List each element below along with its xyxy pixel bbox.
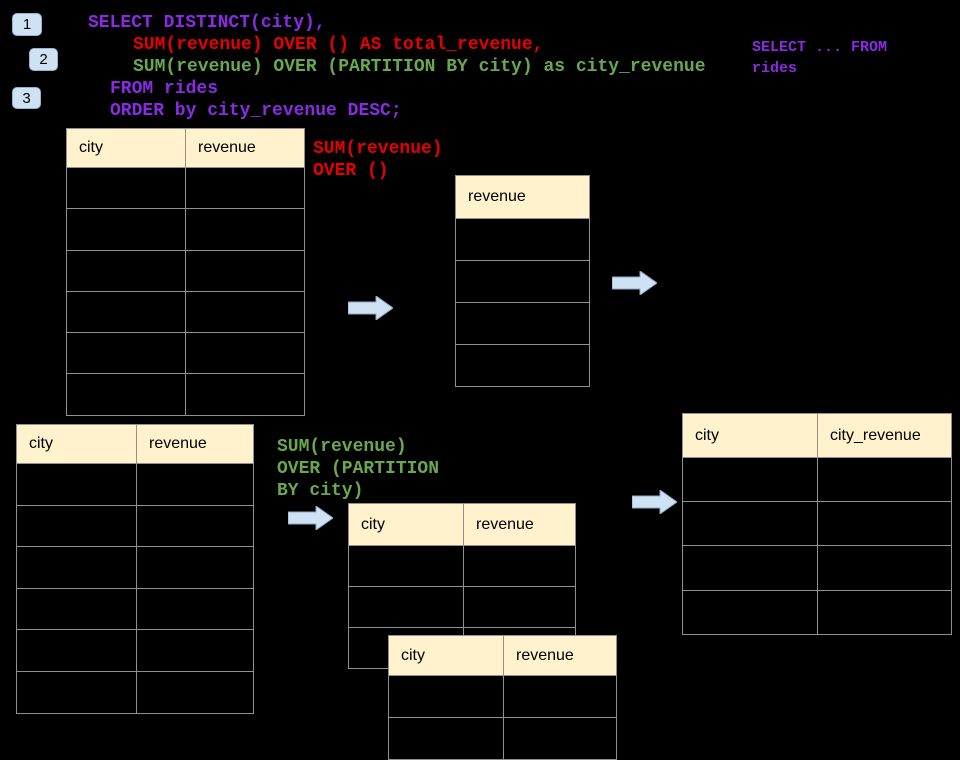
empty-cell — [186, 168, 305, 210]
empty-cell — [137, 547, 254, 589]
step-badge-1: 1 — [12, 13, 42, 36]
sql-line-order-by: ORDER by city_revenue DESC; — [110, 101, 402, 121]
empty-cell — [683, 546, 818, 591]
empty-cell — [186, 374, 305, 416]
empty-cell — [137, 671, 254, 714]
empty-cell — [17, 547, 137, 589]
empty-cell — [137, 588, 254, 631]
empty-cell — [67, 374, 186, 416]
sql-line-total-revenue: SUM(revenue) OVER () AS total_revenue, — [133, 35, 544, 55]
empty-cell — [818, 502, 952, 547]
table-revenue-only: revenue — [455, 175, 590, 387]
empty-cell — [67, 291, 186, 334]
empty-cell — [186, 209, 305, 251]
empty-cell — [137, 630, 254, 672]
annotation-line: BY city) — [277, 481, 364, 501]
column-header: city — [349, 504, 464, 546]
annotation-line: SUM(revenue) — [313, 139, 443, 159]
empty-cell — [389, 718, 504, 760]
empty-cell — [504, 676, 617, 718]
empty-cell — [186, 291, 305, 334]
empty-cell — [349, 546, 464, 587]
empty-cell — [389, 676, 504, 718]
column-header: revenue — [456, 176, 590, 219]
empty-cell — [456, 219, 590, 261]
empty-cell — [683, 590, 818, 635]
empty-cell — [67, 209, 186, 251]
empty-cell — [683, 458, 818, 503]
empty-cell — [504, 718, 617, 760]
column-header: city — [683, 414, 818, 458]
empty-cell — [137, 505, 254, 548]
empty-cell — [67, 250, 186, 292]
sql-line-from: FROM rides — [110, 79, 219, 99]
empty-cell — [137, 464, 254, 506]
empty-cell — [456, 303, 590, 345]
annotation-sum-over-all: SUM(revenue)OVER () — [313, 138, 443, 182]
empty-cell — [456, 345, 590, 387]
empty-cell — [818, 458, 952, 503]
column-header: city — [389, 636, 504, 676]
empty-cell — [456, 261, 590, 303]
column-header: city_revenue — [818, 414, 952, 458]
empty-cell — [67, 333, 186, 375]
column-header: city — [67, 129, 186, 168]
empty-cell — [17, 505, 137, 548]
column-header: revenue — [464, 504, 576, 546]
side-code-line-1: SELECT ... FROM — [752, 39, 888, 56]
empty-cell — [67, 168, 186, 210]
empty-cell — [818, 546, 952, 591]
annotation-line: OVER () — [313, 161, 389, 181]
column-header: revenue — [504, 636, 617, 676]
empty-cell — [818, 590, 952, 635]
arrow-right-icon — [631, 489, 678, 515]
arrow-right-icon — [347, 295, 394, 321]
column-header: revenue — [137, 425, 254, 464]
sql-line-city-revenue: SUM(revenue) OVER (PARTITION BY city) as… — [133, 57, 706, 77]
step-badge-2: 2 — [29, 48, 58, 71]
empty-cell — [17, 464, 137, 506]
empty-cell — [17, 671, 137, 714]
annotation-line: SUM(revenue) — [277, 437, 407, 457]
side-code-select-from-rides: SELECT ... FROM rides — [752, 37, 887, 79]
empty-cell — [186, 250, 305, 292]
empty-cell — [17, 588, 137, 631]
empty-cell — [464, 546, 576, 587]
arrow-right-icon — [611, 270, 658, 296]
empty-cell — [349, 587, 464, 628]
empty-cell — [17, 630, 137, 672]
side-code-line-2: rides — [752, 60, 798, 77]
empty-cell — [683, 502, 818, 547]
annotation-line: OVER (PARTITION — [277, 459, 440, 479]
slide-canvas: { "colors": { "background": "#000000", "… — [12, 13, 952, 760]
column-header: revenue — [186, 129, 305, 168]
arrow-right-icon — [287, 505, 334, 531]
sql-line-select: SELECT DISTINCT(city), — [88, 13, 326, 33]
step-badge-3: 3 — [12, 87, 41, 109]
empty-cell — [464, 587, 576, 628]
empty-cell — [186, 333, 305, 375]
column-header: city — [17, 425, 137, 464]
